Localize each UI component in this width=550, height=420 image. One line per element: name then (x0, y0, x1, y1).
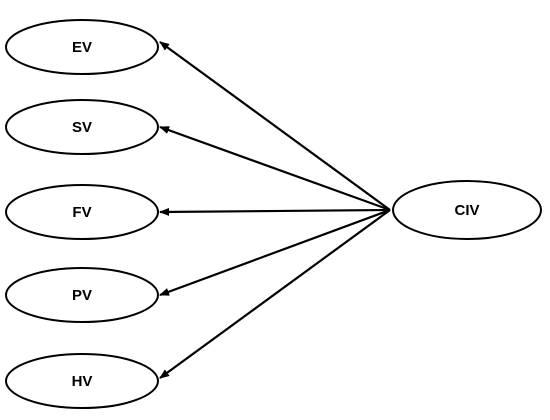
node-hv-label: HV (72, 373, 93, 390)
node-pv-shape (5, 267, 159, 323)
edge-civ-sv (159, 125, 391, 212)
edge-civ-hv (159, 209, 391, 379)
node-sv-label: SV (72, 119, 92, 136)
edge-civ-pv (159, 208, 391, 297)
node-fv-label: FV (72, 204, 91, 221)
node-civ[interactable]: CIV (392, 180, 542, 240)
node-ev[interactable]: EV (5, 19, 159, 75)
edge-civ-fv (159, 207, 391, 216)
node-pv[interactable]: PV (5, 267, 159, 323)
node-civ-label: CIV (454, 202, 479, 219)
edge-civ-ev (159, 41, 391, 211)
node-pv-label: PV (72, 287, 92, 304)
node-hv[interactable]: HV (5, 353, 159, 409)
node-civ-shape (392, 180, 542, 240)
node-fv-shape (5, 184, 159, 240)
node-hv-shape (5, 353, 159, 409)
node-ev-shape (5, 19, 159, 75)
node-sv[interactable]: SV (5, 99, 159, 155)
node-ev-label: EV (72, 39, 92, 56)
node-fv[interactable]: FV (5, 184, 159, 240)
edges (159, 41, 391, 379)
node-sv-shape (5, 99, 159, 155)
